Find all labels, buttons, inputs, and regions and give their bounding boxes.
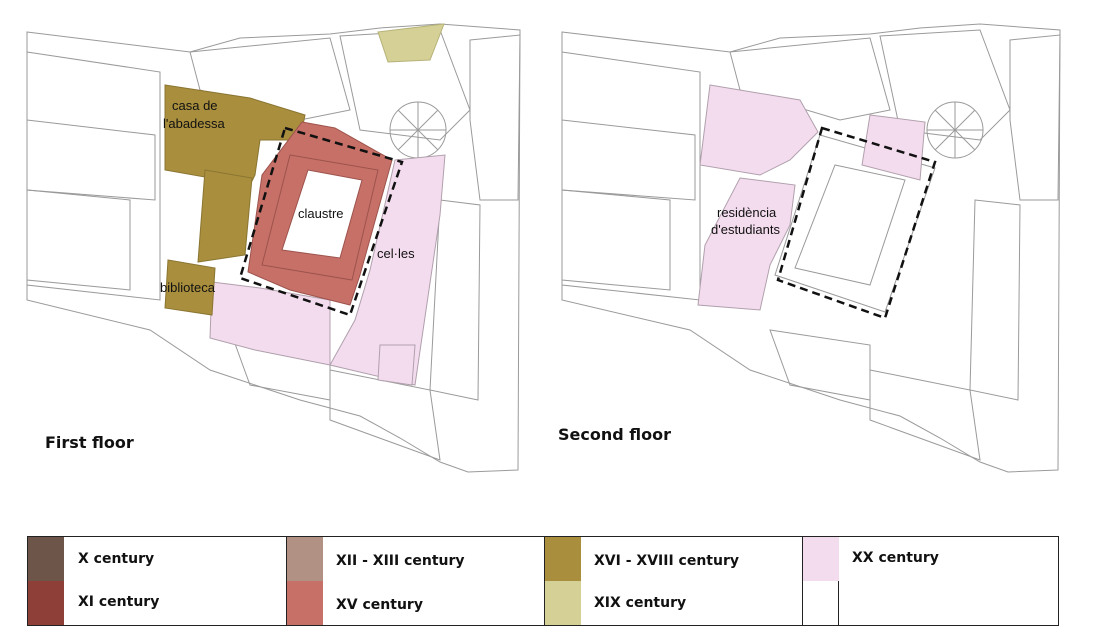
first-floor-courtyard [281,169,363,259]
cloister-inner-2 [794,164,906,286]
left-block-lower-2 [561,189,671,291]
tower-lines-2 [927,102,983,158]
east-corridor-2 [969,199,1021,401]
first-floor-xvi-biblioteca [164,259,216,316]
second-floor-title: Second floor [558,425,671,444]
legend-label: XX century [852,550,939,566]
legend-swatch [28,581,64,625]
left-block-inner-2 [561,119,696,201]
legend-swatch [287,581,323,625]
first-floor-xix [377,23,445,63]
label-casa-line2: l'abadessa [163,116,226,131]
south-lower2 [329,369,441,461]
legend-swatch [28,537,64,581]
left-block-inner [26,119,156,201]
legend-divider [286,537,287,625]
site-outline-2 [561,23,1061,473]
label-claustre: claustre [298,206,344,221]
legend-swatch [545,581,581,625]
legend-item-xix: XIX century [544,581,802,625]
legend-item-xv: XV century [286,581,544,625]
label-biblioteca: biblioteca [160,280,216,295]
label-residencia-line2: d'estudiants [711,222,780,237]
first-floor-xvi-casa [164,84,306,186]
top-buildings-right-2 [879,29,1011,141]
legend-swatch [545,537,581,581]
tower-lines [390,102,446,158]
first-floor-plan [26,23,521,473]
left-block-lower [26,189,131,291]
first-floor-xvi-corridor [197,169,253,263]
top-buildings [189,37,351,121]
legend-item-xx: XX century [802,537,1058,581]
second-floor-plan [561,23,1061,473]
first-floor-courtyard-ring [261,154,379,281]
legend-label: XVI - XVIII century [594,553,739,569]
legend-divider [544,537,545,625]
top-buildings-2 [729,37,891,121]
legend-swatch [287,537,323,581]
east-wing [469,34,521,201]
legend-item-x: X century [28,537,286,581]
label-casa-line1: casa de [172,98,218,113]
second-floor-xx-east [861,114,926,181]
label-residencia-line1: residència [717,205,777,220]
label-celles: cel·les [377,246,415,261]
legend-item-empty [802,581,1058,625]
legend-divider [802,537,803,625]
first-floor-xx-annex [377,344,416,386]
legend-item-xi: XI century [28,581,286,625]
east-corridor [429,199,481,401]
legend-label: XII - XIII century [336,553,465,569]
floor-plans: casa de l'abadessa claustre cel·les bibl… [26,23,1061,473]
legend-item-xii-xiii: XII - XIII century [286,537,544,581]
legend-swatch [803,537,839,581]
south-lower2-2 [869,369,981,461]
second-floor-xx-north [699,84,819,176]
legend-swatch [803,581,839,625]
second-floor-xx-residencia [697,177,796,311]
legend-item-xvi-xviii: XVI - XVIII century [544,537,802,581]
second-floor-cloister-boundary [776,126,937,320]
legend-label: XV century [336,597,423,613]
legend: X century XI century XII - XIII century … [27,536,1059,626]
first-floor-title: First floor [45,433,134,452]
legend-label: XIX century [594,595,687,611]
first-floor-cloister-boundary [238,126,404,317]
legend-label: X century [78,551,155,567]
east-wing-2 [1009,34,1061,201]
first-floor-xx-celles [329,154,446,386]
legend-label: XI century [78,594,160,610]
